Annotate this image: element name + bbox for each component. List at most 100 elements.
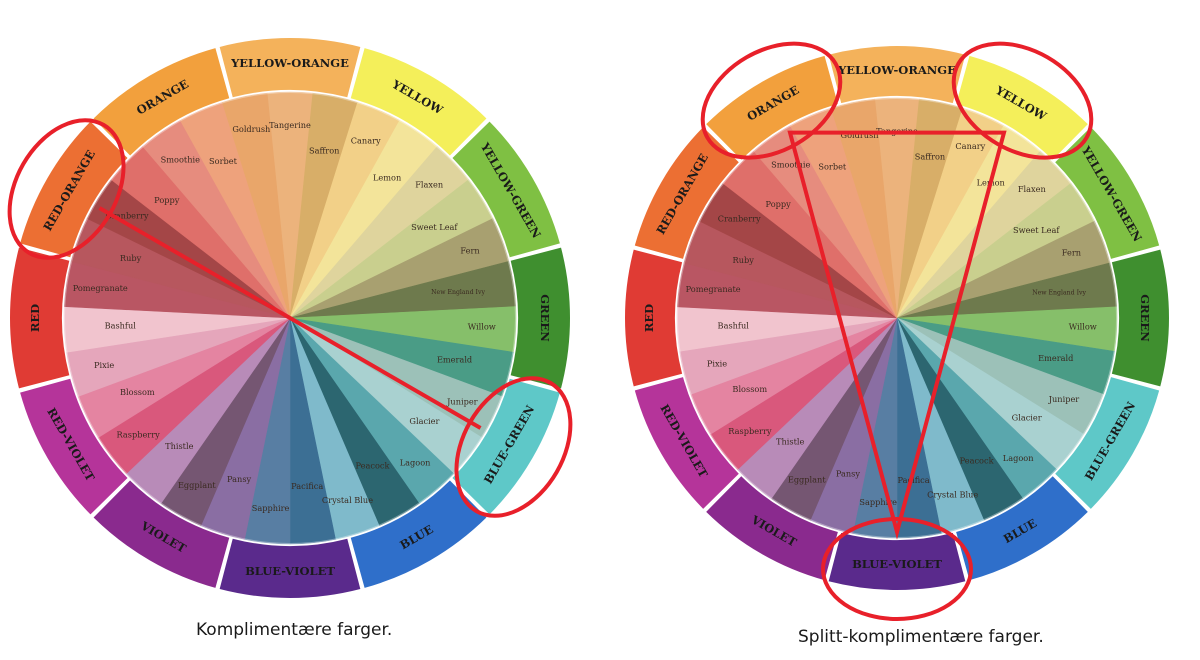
hue-ring — [9, 38, 571, 599]
hue-segment-green — [1111, 249, 1169, 387]
shade-label-crystal-blue: Crystal Blue — [322, 495, 373, 505]
shade-label-lagoon: Lagoon — [1003, 453, 1034, 463]
hue-segment-yellow — [956, 55, 1088, 160]
shade-label-canary: Canary — [351, 136, 381, 146]
shade-wedge-goldrush — [221, 92, 291, 319]
shade-label-ruby: Ruby — [120, 253, 142, 263]
shade-label-sorbet: Sorbet — [209, 156, 238, 166]
split-complementary-triangle — [787, 130, 1007, 540]
shade-label-cranberry: Cranberry — [718, 214, 761, 224]
shade-label-pomegranate: Pomegranate — [686, 284, 741, 294]
hue-segment-red-orange — [20, 121, 128, 258]
shade-label-flaxen: Flaxen — [415, 180, 444, 190]
shade-label-lagoon: Lagoon — [400, 458, 431, 468]
shade-label-glacier: Glacier — [409, 416, 439, 426]
hue-segment-yellow — [350, 48, 487, 156]
hue-segment-red-orange — [634, 127, 739, 259]
shade-label-smoothie: Smoothie — [771, 159, 810, 169]
shade-label-lemon: Lemon — [373, 172, 402, 182]
hue-segment-violet — [706, 476, 838, 581]
shade-label-peacock: Peacock — [960, 455, 995, 465]
highlight-ellipse-blue-violet — [821, 517, 973, 621]
shade-label-new-england-ivy: New England Ivy — [1032, 290, 1086, 297]
shade-label-thistle: Thistle — [776, 436, 804, 446]
shade-label-blossom: Blossom — [120, 387, 155, 397]
shade-label-fern: Fern — [460, 245, 480, 255]
shade-label-new-england-ivy: New England Ivy — [431, 289, 485, 296]
hue-ring — [625, 46, 1169, 590]
hue-segment-red — [625, 249, 683, 387]
shade-label-emerald: Emerald — [437, 355, 472, 365]
shade-label-bashful: Bashful — [718, 320, 750, 330]
shade-label-pansy: Pansy — [836, 468, 860, 478]
shade-label-poppy: Poppy — [154, 195, 180, 205]
shade-label-juniper: Juniper — [1048, 394, 1080, 404]
shade-label-pomegranate: Pomegranate — [73, 283, 128, 293]
caption-split-complementary: Splitt-komplimentære farger. — [798, 627, 1044, 647]
shade-label-sweet-leaf: Sweet Leaf — [1013, 225, 1060, 235]
hue-label-red: RED — [642, 304, 656, 332]
shade-label-sapphire: Sapphire — [859, 497, 897, 507]
shade-label-eggplant: Eggplant — [788, 475, 826, 485]
shade-label-saffron: Saffron — [915, 151, 946, 161]
hue-segment-blue — [350, 480, 487, 588]
shade-label-pacifica: Pacifica — [291, 481, 323, 491]
shade-label-peacock: Peacock — [356, 461, 391, 471]
shade-label-eggplant: Eggplant — [178, 480, 216, 490]
highlight-overlay — [700, 41, 1094, 621]
hue-label-green: GREEN — [538, 294, 552, 342]
hue-segment-orange — [706, 55, 838, 160]
hue-segment-green — [510, 247, 571, 389]
shade-label-pixie: Pixie — [707, 359, 727, 369]
highlight-overlay — [7, 118, 573, 518]
shade-label-pacifica: Pacifica — [898, 475, 930, 485]
shade-label-glacier: Glacier — [1012, 412, 1042, 422]
shade-label-raspberry: Raspberry — [117, 430, 161, 440]
shade-label-blossom: Blossom — [732, 384, 767, 394]
shade-label-crystal-blue: Crystal Blue — [927, 489, 978, 499]
shade-label-sapphire: Sapphire — [252, 503, 290, 513]
shade-label-bashful: Bashful — [105, 321, 137, 331]
complementary-connector-line — [98, 206, 482, 430]
hue-segment-blue — [956, 476, 1088, 581]
shade-label-sorbet: Sorbet — [818, 161, 847, 171]
shade-label-goldrush: Goldrush — [232, 124, 271, 134]
shade-wedges — [676, 97, 1118, 539]
shade-label-thistle: Thistle — [165, 441, 193, 451]
hue-label-blue-violet: BLUE-VIOLET — [245, 564, 335, 578]
shade-label-sweet-leaf: Sweet Leaf — [411, 222, 458, 232]
shade-label-ruby: Ruby — [733, 255, 755, 265]
shade-label-flaxen: Flaxen — [1018, 184, 1047, 194]
shade-label-goldrush: Goldrush — [841, 130, 880, 140]
hue-segment-blue-green — [452, 378, 560, 515]
highlight-ellipse-yellow — [951, 41, 1094, 160]
hue-segment-blue-violet — [828, 532, 966, 590]
hue-segment-red-violet — [20, 378, 128, 515]
shade-label-smoothie: Smoothie — [161, 154, 200, 164]
shade-label-emerald: Emerald — [1038, 353, 1073, 363]
shade-label-cranberry: Cranberry — [106, 210, 149, 220]
highlight-ellipse-orange — [700, 41, 843, 160]
shade-label-raspberry: Raspberry — [728, 426, 772, 436]
hue-label-red: RED — [28, 304, 42, 332]
hue-label-blue-violet: BLUE-VIOLET — [852, 557, 942, 571]
shade-label-poppy: Poppy — [766, 199, 792, 209]
hue-segment-orange — [93, 48, 230, 156]
hue-segment-blue-violet — [219, 538, 361, 599]
shade-label-pansy: Pansy — [227, 474, 251, 484]
caption-complementary: Komplimentære farger. — [196, 620, 393, 640]
shade-label-canary: Canary — [955, 141, 985, 151]
shade-label-fern: Fern — [1062, 247, 1082, 257]
hue-segment-yellow-orange — [828, 46, 966, 104]
hue-segment-yellow-green — [1055, 127, 1160, 259]
shade-label-pixie: Pixie — [94, 360, 114, 370]
shade-label-tangerine: Tangerine — [269, 120, 311, 130]
shade-label-saffron: Saffron — [309, 145, 340, 155]
hue-segment-red — [9, 247, 70, 389]
